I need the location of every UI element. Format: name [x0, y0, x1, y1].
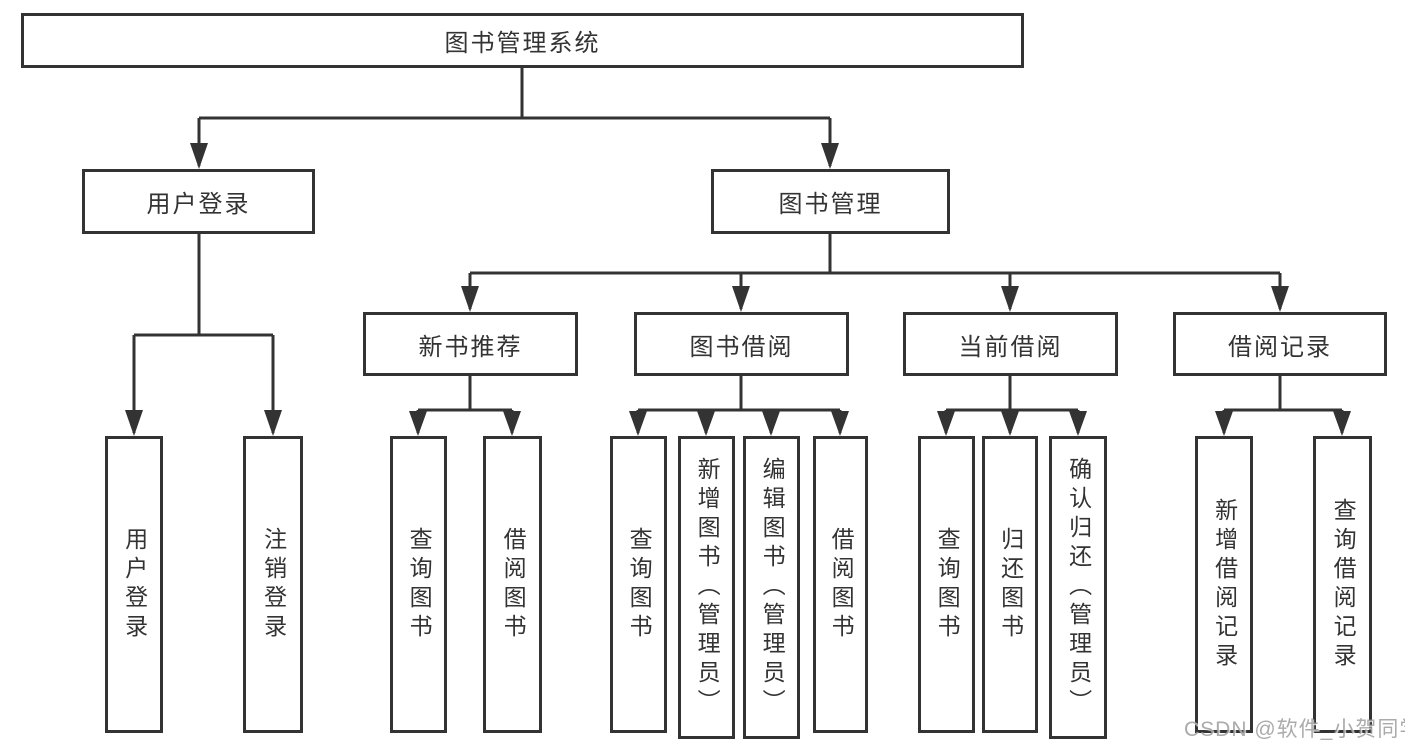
leaf-add-books-admin: 新增图书（管理员） [678, 436, 735, 739]
arrowhead [409, 411, 427, 436]
leaf-user-login: 用户登录 [105, 436, 163, 733]
arrowhead [1069, 411, 1087, 436]
arrowhead [461, 286, 479, 312]
node-borrow-records: 借阅记录 [1173, 312, 1387, 376]
arrowhead [937, 411, 955, 436]
arrowhead [1271, 286, 1289, 312]
arrowhead [732, 286, 750, 312]
leaf-borrow-query-books: 查询图书 [610, 436, 667, 733]
node-book-management: 图书管理 [711, 169, 950, 234]
leaf-borrow-books: 借阅图书 [813, 436, 868, 733]
arrowhead [1001, 411, 1019, 436]
leaf-current-query-books: 查询图书 [918, 436, 975, 733]
arrowhead [762, 411, 780, 436]
arrowhead [503, 411, 521, 436]
arrowhead [1215, 411, 1233, 436]
leaf-edit-books-admin: 编辑图书（管理员） [743, 436, 800, 739]
arrowhead [264, 410, 282, 436]
arrowhead [821, 143, 839, 169]
arrowhead [190, 143, 208, 169]
node-user-login: 用户登录 [82, 169, 315, 234]
arrowhead [697, 411, 715, 436]
arrowhead [831, 411, 849, 436]
leaf-return-books: 归还图书 [982, 436, 1038, 733]
arrowhead [1333, 411, 1351, 436]
leaf-recommend-borrow-books: 借阅图书 [483, 436, 542, 733]
leaf-confirm-return-admin: 确认归还（管理员） [1049, 436, 1107, 739]
node-new-book-recommend: 新书推荐 [363, 312, 578, 376]
leaf-add-borrow-record: 新增借阅记录 [1195, 436, 1253, 733]
leaf-recommend-query-books: 查询图书 [390, 436, 447, 733]
leaf-logout: 注销登录 [243, 436, 303, 733]
csdn-watermark: CSDN @软件_小贺同学 [1184, 718, 1405, 741]
arrowhead [125, 410, 143, 436]
arrowhead [1001, 286, 1019, 312]
arrowhead [629, 411, 647, 436]
node-root-system: 图书管理系统 [21, 13, 1024, 68]
leaf-query-borrow-record: 查询借阅记录 [1313, 436, 1372, 733]
node-book-borrow: 图书借阅 [634, 312, 849, 376]
node-current-borrow: 当前借阅 [903, 312, 1118, 376]
